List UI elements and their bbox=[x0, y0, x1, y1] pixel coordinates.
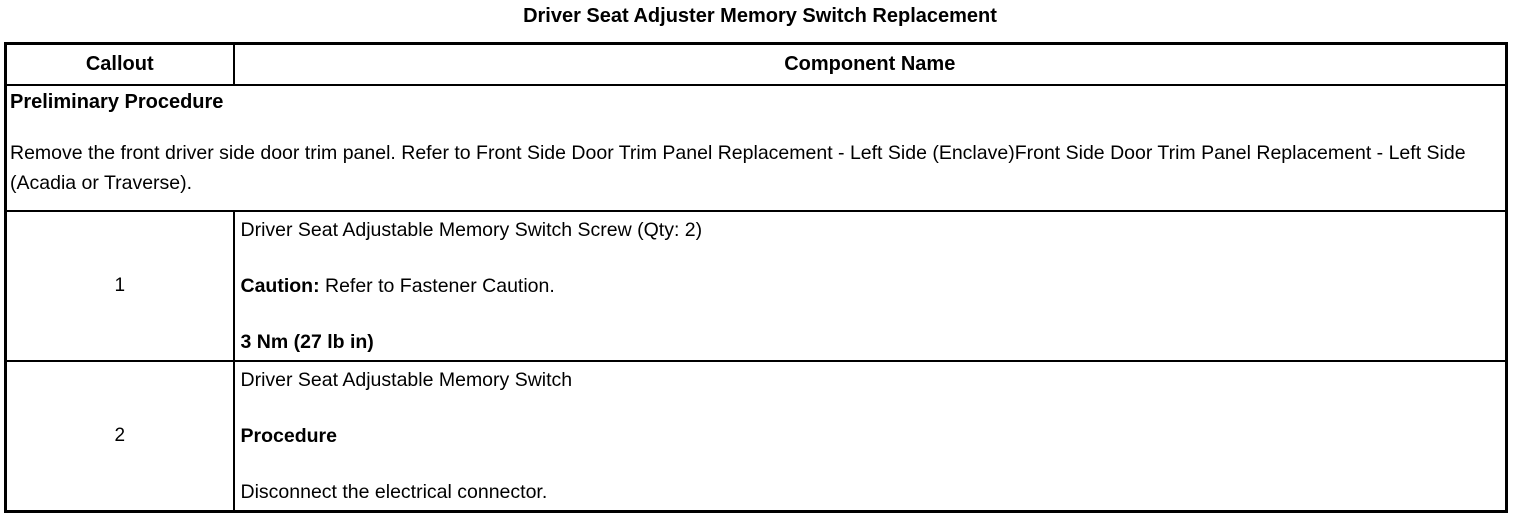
caution-label: Caution: bbox=[240, 275, 320, 297]
table-row: 2 Driver Seat Adjustable Memory Switch P… bbox=[4, 360, 1508, 513]
table-row: 1 Driver Seat Adjustable Memory Switch S… bbox=[4, 210, 1508, 362]
procedure-heading: Procedure bbox=[240, 425, 337, 447]
preliminary-procedure-heading: Preliminary Procedure bbox=[10, 91, 224, 113]
caution-text: Refer to Fastener Caution. bbox=[319, 275, 555, 297]
preliminary-procedure-text: Remove the front driver side door trim p… bbox=[10, 142, 1466, 194]
component-name-text: Driver Seat Adjustable Memory Switch bbox=[240, 369, 573, 391]
component-name-text: Driver Seat Adjustable Memory Switch Scr… bbox=[240, 219, 703, 241]
procedure-step-text: Disconnect the electrical connector. bbox=[240, 481, 548, 503]
torque-spec-text: 3 Nm (27 lb in) bbox=[240, 331, 374, 353]
caution-note: Caution: Refer to Fastener Caution. bbox=[241, 275, 1506, 297]
page-title: Driver Seat Adjuster Memory Switch Repla… bbox=[523, 5, 997, 27]
component-cell: Driver Seat Adjustable Memory Switch Scr… bbox=[232, 210, 1508, 362]
callout-number: 2 bbox=[4, 360, 235, 513]
preliminary-procedure-cell: Preliminary Procedure Remove the front d… bbox=[4, 84, 1508, 212]
table-header-row: Callout Component Name bbox=[4, 42, 1508, 86]
column-header-component-name: Component Name bbox=[232, 42, 1508, 86]
callout-number: 1 bbox=[4, 210, 235, 362]
component-table: Callout Component Name Preliminary Proce… bbox=[4, 42, 1508, 513]
preliminary-procedure-row: Preliminary Procedure Remove the front d… bbox=[4, 84, 1508, 212]
column-header-callout: Callout bbox=[4, 42, 235, 86]
component-cell: Driver Seat Adjustable Memory Switch Pro… bbox=[232, 360, 1508, 513]
